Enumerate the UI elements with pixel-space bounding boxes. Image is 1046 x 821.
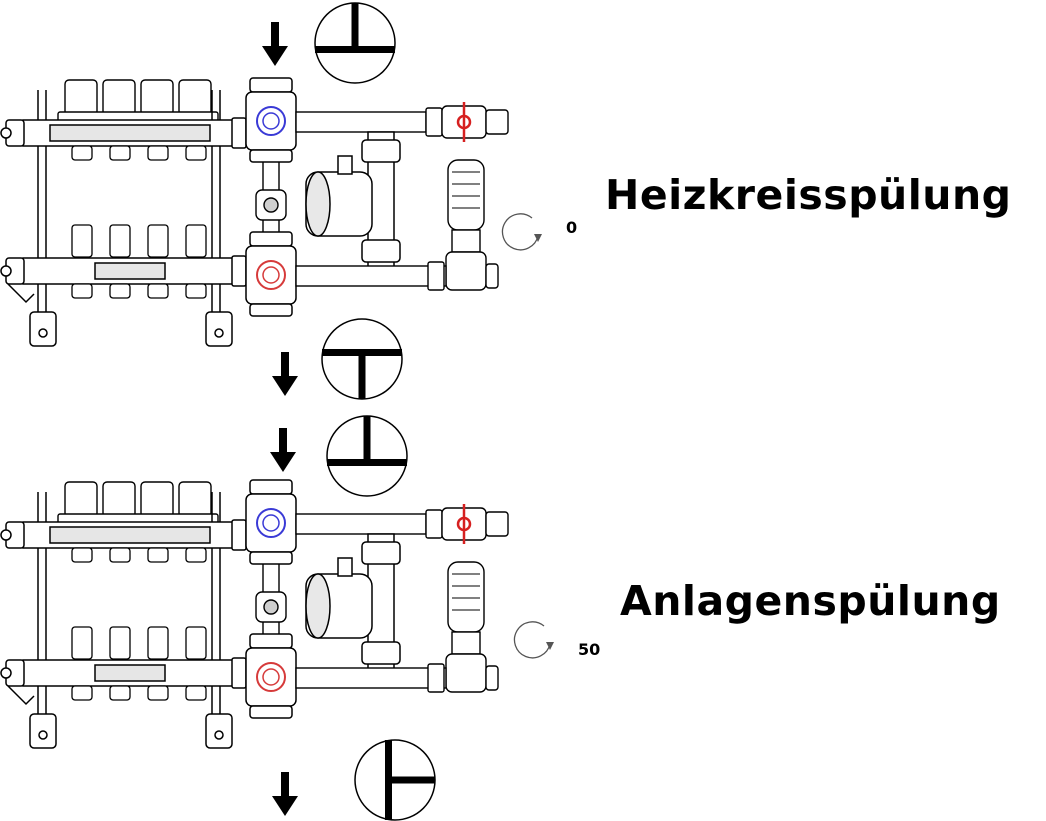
valve-position-t-down-icon	[321, 318, 403, 400]
flow-arrow-3-icon	[270, 428, 296, 472]
flow-arrow-2-icon	[272, 352, 298, 396]
flow-arrow-1-icon	[262, 22, 288, 66]
title-heating-circuit-flush: Heizkreisspülung	[605, 171, 1012, 219]
flow-arrow-4-icon	[272, 772, 298, 816]
valve-position-t-up-2-icon	[326, 415, 408, 497]
knob-value-heating: 0	[566, 218, 578, 237]
rotation-arrow-2-icon	[513, 621, 555, 659]
manifold-system-flush	[0, 478, 510, 750]
title-system-flush: Anlagenspülung	[620, 577, 1001, 625]
valve-position-t-left-icon	[354, 739, 436, 821]
valve-position-t-up-icon	[314, 2, 396, 84]
rotation-arrow-1-icon	[501, 213, 543, 251]
knob-value-system: 50	[578, 640, 601, 659]
manifold-heating-circuit	[0, 76, 510, 348]
